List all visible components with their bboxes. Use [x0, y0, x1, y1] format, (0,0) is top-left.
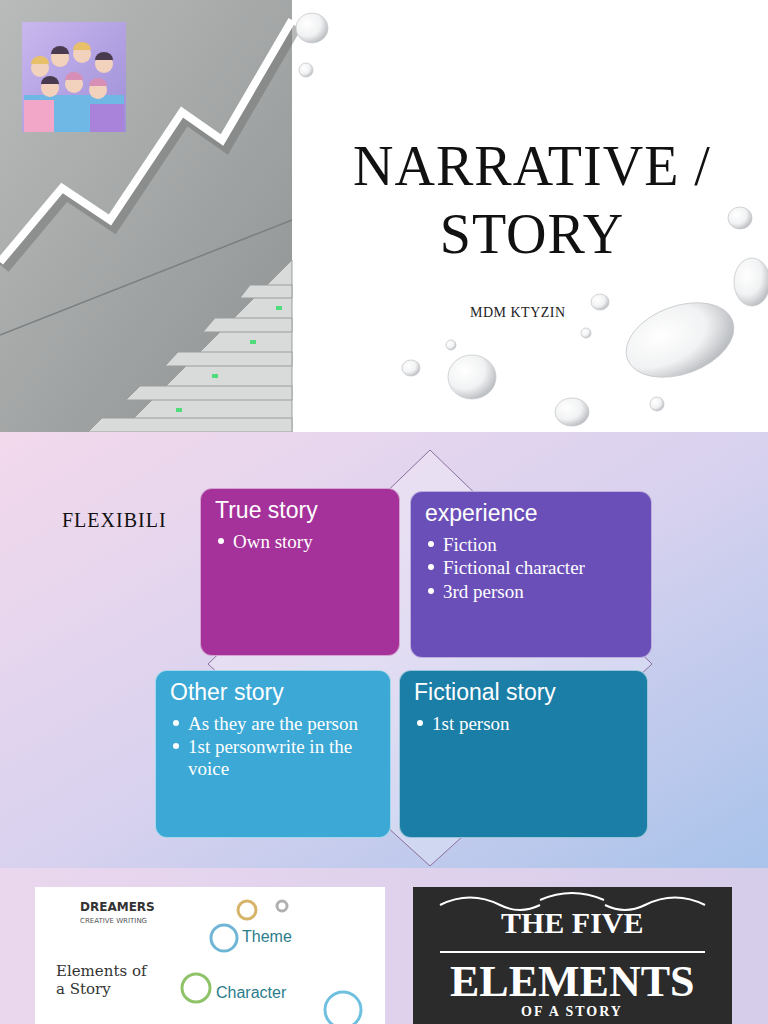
bullet-dot [173, 720, 179, 726]
poster-subheading: OF A STORY [521, 1004, 623, 1020]
bullet-dot [173, 743, 179, 749]
bullet-item: Fictional character [425, 557, 639, 579]
poster-heading: ELEMENTS [450, 956, 695, 1007]
bullet-item: As they are the person [170, 713, 378, 735]
content-box: Other story As they are the person1st per… [155, 670, 391, 838]
logo-subtext: CREATIVE WRITING [80, 917, 147, 925]
bullet-dot [218, 538, 224, 544]
box-heading: Fictional story [414, 679, 635, 707]
box-heading: experience [425, 500, 639, 528]
bullet-text: 3rd person [443, 581, 524, 602]
element-label: Character [216, 984, 286, 1002]
content-box: True storyOwn story [200, 488, 400, 656]
bullet-dot [428, 564, 434, 570]
element-label: Theme [242, 928, 292, 946]
bullet-text: 1st personwrite in the voice [188, 736, 352, 779]
slide-title: NARRATIVE / STORY [322, 132, 742, 269]
bullet-dot [417, 720, 423, 726]
content-box: Fictional story 1st person [399, 670, 648, 838]
bullet-item: 1st personwrite in the voice [170, 736, 378, 780]
bullet-item: Fiction [425, 534, 639, 556]
bullet-dot [428, 541, 434, 547]
bullet-text: 1st person [432, 713, 510, 734]
image-caption: Elements of a Story [56, 962, 152, 998]
bullet-text: Own story [233, 531, 313, 552]
box-heading: Other story [170, 679, 378, 707]
bullet-item: Own story [215, 531, 387, 553]
slide-heading: FLEXIBILI [62, 509, 167, 532]
bullet-text: Fiction [443, 534, 497, 555]
logo-text: DREAMERS [80, 900, 155, 914]
poster-heading: THE FIVE [501, 906, 644, 940]
box-heading: True story [215, 497, 387, 525]
bullet-dot [428, 588, 434, 594]
author-name: MDM KTYZIN [470, 305, 566, 321]
bullet-text: As they are the person [188, 713, 358, 734]
content-box: experienceFictionFictional character 3rd … [410, 491, 652, 658]
bullet-text: Fictional character [443, 557, 585, 578]
bullet-item: 3rd person [425, 581, 639, 603]
bullet-item: 1st person [414, 713, 635, 735]
